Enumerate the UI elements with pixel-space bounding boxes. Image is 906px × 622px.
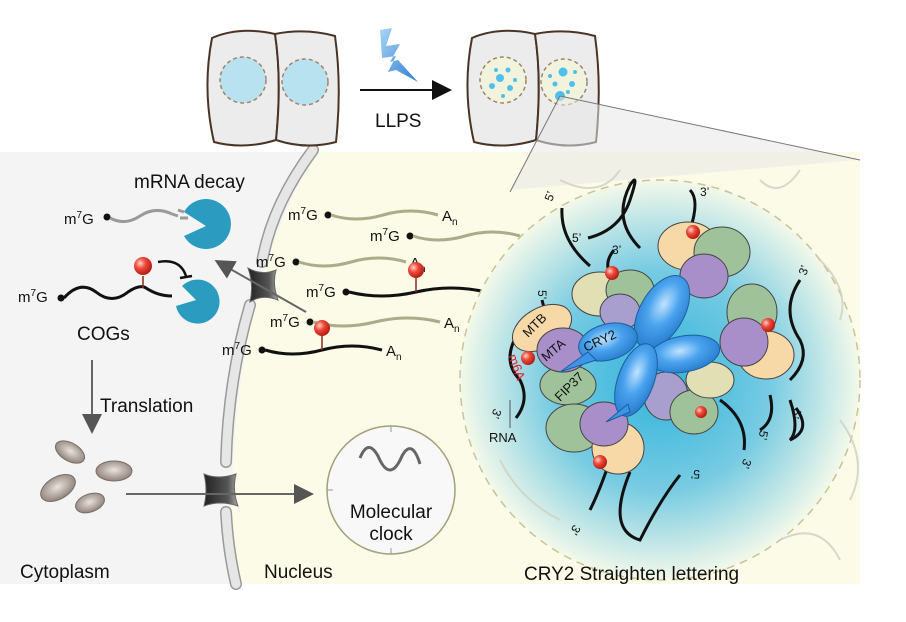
clock-label-line1: Molecular xyxy=(350,502,433,523)
nuclear-mrna: m7G An xyxy=(270,313,460,335)
clock-label-line2: clock xyxy=(369,524,413,545)
mrna-strand xyxy=(298,256,407,268)
svg-text:5’: 5’ xyxy=(755,429,770,441)
rna-strands xyxy=(508,178,805,542)
mrna-strand xyxy=(412,230,521,242)
m6a-mark-icon xyxy=(408,262,424,278)
zoom-line xyxy=(509,95,561,193)
cytoplasm-label: Cytoplasm xyxy=(20,562,110,583)
svg-text:3’: 3’ xyxy=(738,457,754,471)
molecular-clock: Molecular clock xyxy=(326,425,456,555)
svg-text:5’: 5’ xyxy=(788,407,804,421)
cap-label: m7G xyxy=(256,253,286,271)
cap-dot xyxy=(406,232,414,240)
svg-text:m7G: m7G xyxy=(64,210,94,228)
svg-text:5’: 5’ xyxy=(572,231,581,245)
svg-text:m7G: m7G xyxy=(18,288,48,306)
decay-enzyme-icon xyxy=(184,199,231,249)
cry2-protein xyxy=(614,343,658,417)
mrna-decay-title: mRNA decay xyxy=(134,172,245,193)
cog-mrna: m7G xyxy=(18,257,193,306)
nuclear-mrna-list: m7GAnm7GAnm7GAnm7GAnm7GAnm7GAn xyxy=(222,206,540,363)
cap-label: m7G xyxy=(306,283,336,301)
cap-label: m7G xyxy=(370,227,400,245)
llps-label: LLPS xyxy=(375,111,421,132)
mrna-strand xyxy=(312,316,441,328)
svg-text:5’: 5’ xyxy=(542,189,558,203)
decaying-mrna: m7G xyxy=(64,208,188,228)
inhibition-icon xyxy=(179,274,193,280)
m6a-mark-icon xyxy=(134,257,152,275)
zoom-line xyxy=(559,95,861,161)
nucleus-label: Nucleus xyxy=(264,562,333,583)
cap-label: m7G xyxy=(270,313,300,331)
polya-tail-label: An xyxy=(444,315,460,335)
nuclear-pore-upper-icon xyxy=(247,266,279,304)
nuclear-envelope xyxy=(220,144,319,590)
rna-end-labels: 5’ 5’ 3’ 3’ 5’ 3’ 3’ 5’ 5’ 3’ 5’ 3’ xyxy=(488,185,812,538)
translation-label: Translation xyxy=(100,396,193,417)
nuclear-pore-lower-icon xyxy=(203,473,239,507)
cap-dot xyxy=(258,346,266,354)
m6a-mark-icon xyxy=(314,320,330,336)
cap-dot xyxy=(292,258,300,266)
svg-text:5’: 5’ xyxy=(691,467,700,481)
cap-label: m7G xyxy=(288,206,318,224)
polya-tail-label: An xyxy=(442,208,458,228)
svg-text:3’: 3’ xyxy=(796,263,812,277)
cap-dot xyxy=(324,211,332,219)
oscillation-wave-icon xyxy=(358,446,422,472)
cogs-label: COGs xyxy=(77,324,130,345)
cap-dot xyxy=(306,318,314,326)
background-rna-strands xyxy=(499,169,859,561)
cap-label: m7G xyxy=(222,341,252,359)
nuclear-mrna: m7G An xyxy=(222,320,402,363)
protein-complexes xyxy=(512,221,795,475)
lightning-icon xyxy=(380,28,418,82)
condensate-boundary xyxy=(459,179,861,581)
polya-tail-label: An xyxy=(386,343,402,363)
zoom-wedge xyxy=(510,96,856,190)
blocked-enzyme-icon xyxy=(176,279,220,324)
mrna-strand xyxy=(330,209,439,221)
nuclear-mrna: m7G An xyxy=(288,206,458,228)
nucleus-uncondensed xyxy=(219,56,267,104)
nucleus-uncondensed xyxy=(281,58,329,106)
cry2-protein xyxy=(578,322,638,362)
protein-granules xyxy=(40,440,133,514)
svg-text:3’: 3’ xyxy=(488,407,504,421)
svg-text:3’: 3’ xyxy=(700,185,709,199)
m6a-marks xyxy=(521,225,775,469)
svg-text:5’: 5’ xyxy=(535,290,549,299)
export-arrow xyxy=(214,260,307,313)
condensate-title: CRY2 Straighten lettering xyxy=(524,564,739,585)
rna-label: RNA xyxy=(489,430,517,445)
cap-dot xyxy=(342,288,350,296)
svg-text:3’: 3’ xyxy=(612,243,621,257)
cell-pair-before xyxy=(206,29,340,147)
